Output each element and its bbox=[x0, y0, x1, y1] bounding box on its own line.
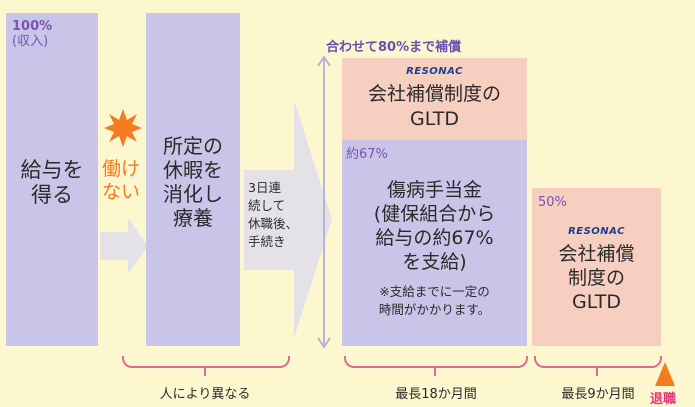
sickness-note-line2: 時間がかかります。 bbox=[378, 302, 491, 317]
procedure-line4: 手続き bbox=[248, 234, 286, 249]
gltd-top-line1: 会社補償制度の bbox=[367, 83, 501, 105]
salary-percent: 100% bbox=[12, 19, 53, 34]
max-18-months-label: 最長18か月間 bbox=[395, 387, 477, 402]
combined-80-label: 合わせて80%まで補償 bbox=[326, 40, 462, 55]
salary-text-line2: 得る bbox=[31, 183, 73, 207]
varies-label: 人により異なる bbox=[159, 387, 251, 402]
bracket-varies-tick bbox=[204, 368, 206, 376]
bracket-18-months bbox=[344, 356, 528, 368]
retirement-label: 退職 bbox=[650, 392, 677, 407]
sickness-line2: (健保組合から bbox=[373, 203, 496, 225]
procedure-box bbox=[244, 170, 296, 270]
bracket-varies bbox=[122, 356, 290, 368]
sickness-note-line1: ※支給までに一定の bbox=[379, 284, 490, 299]
paid-leave-line3: 消化し bbox=[163, 182, 223, 206]
procedure-line1: 3日連 bbox=[248, 180, 281, 195]
sickness-allowance-box bbox=[342, 140, 527, 346]
bracket-9-months bbox=[534, 356, 662, 368]
arrow-icon bbox=[100, 218, 148, 274]
bracket-18-tick bbox=[434, 368, 436, 376]
gltd-50-percent: 50% bbox=[538, 195, 567, 210]
procedure-line2: 続して bbox=[248, 198, 286, 213]
paid-leave-line1: 所定の bbox=[163, 134, 223, 158]
cannot-work-line2: ない bbox=[102, 181, 141, 203]
salary-percent-sub: (収入) bbox=[12, 34, 49, 49]
cannot-work-line1: 働け bbox=[102, 158, 141, 180]
gltd-50-box bbox=[532, 188, 661, 346]
resonac-logo-2: RESONAC bbox=[568, 226, 625, 237]
procedure-arrow-icon bbox=[294, 100, 332, 338]
max-9-months-label: 最長9か月間 bbox=[561, 387, 635, 402]
gltd-50-line3: GLTD bbox=[572, 291, 621, 313]
bracket-9-tick bbox=[596, 368, 598, 376]
salary-column bbox=[6, 13, 98, 346]
gltd-top-box bbox=[342, 58, 527, 140]
sickness-line1: 傷病手当金 bbox=[386, 179, 482, 201]
gltd-50-line2: 制度の bbox=[567, 267, 625, 289]
procedure-line3: 休職後、 bbox=[248, 216, 299, 231]
vertical-range-arrow-icon bbox=[317, 55, 331, 349]
gltd-50-line1: 会社補償 bbox=[558, 243, 635, 265]
paid-leave-column bbox=[146, 13, 240, 346]
sickness-percent: 約67% bbox=[346, 147, 388, 162]
gltd-top-line2: GLTD bbox=[410, 108, 459, 130]
resonac-logo: RESONAC bbox=[406, 66, 463, 77]
burst-icon bbox=[104, 109, 142, 147]
paid-leave-line2: 休暇を bbox=[163, 158, 223, 182]
paid-leave-line4: 療養 bbox=[173, 206, 213, 230]
retirement-triangle-icon bbox=[655, 362, 675, 386]
sickness-line3: 給与の約67% bbox=[375, 227, 494, 249]
salary-text-line1: 給与を bbox=[20, 158, 84, 182]
sickness-line4: を支給) bbox=[402, 251, 467, 273]
